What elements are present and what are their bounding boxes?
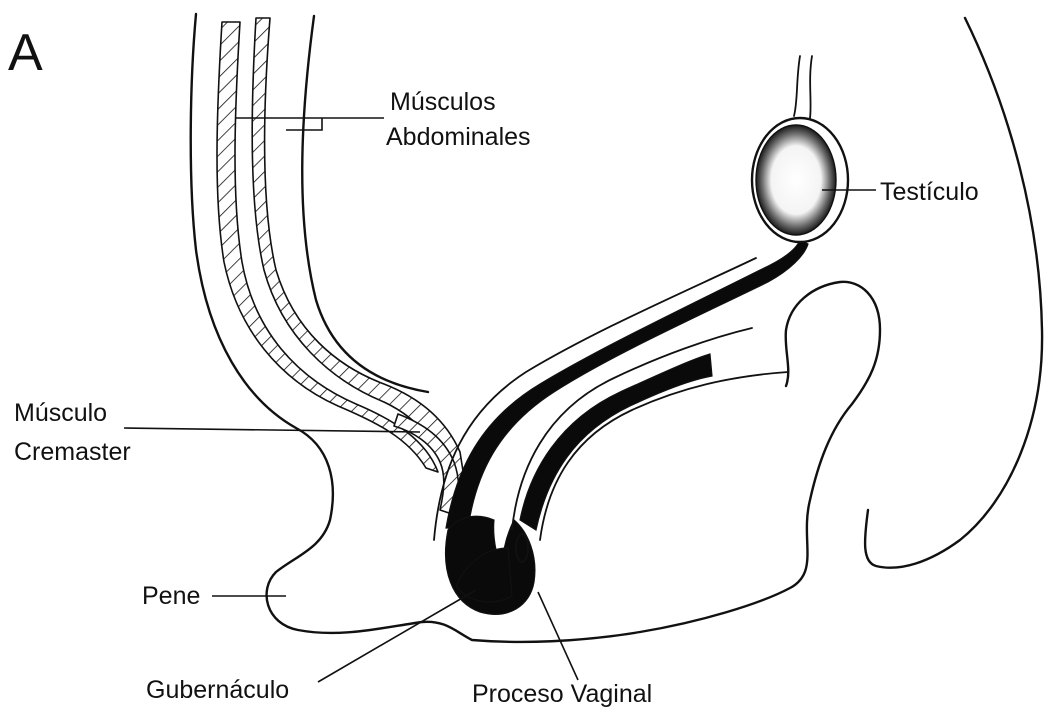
label-testis: Testículo bbox=[880, 178, 979, 206]
label-abdominal-muscles-1: Músculos bbox=[390, 88, 496, 116]
label-cremaster-2: Cremaster bbox=[14, 438, 131, 466]
testis-inner bbox=[756, 125, 836, 235]
panel-label: A bbox=[8, 24, 43, 82]
label-penis: Pene bbox=[142, 582, 200, 610]
leader-gubernaculum bbox=[318, 590, 476, 682]
label-gubernaculum: Gubernáculo bbox=[146, 676, 289, 704]
leader-cremaster bbox=[124, 428, 420, 432]
label-abdominal-muscles-2: Abdominales bbox=[386, 123, 531, 151]
leader-processus-vaginalis bbox=[538, 592, 578, 680]
label-processus-vaginalis: Proceso Vaginal bbox=[472, 680, 652, 708]
processus-right-arm-outline-2 bbox=[540, 372, 788, 540]
right-wall-outline bbox=[865, 18, 1042, 568]
spermatic-cord bbox=[446, 240, 808, 528]
inner-wall-outline bbox=[302, 16, 428, 392]
label-cremaster-1: Músculo bbox=[14, 399, 107, 427]
testicular-vessels bbox=[794, 56, 812, 118]
